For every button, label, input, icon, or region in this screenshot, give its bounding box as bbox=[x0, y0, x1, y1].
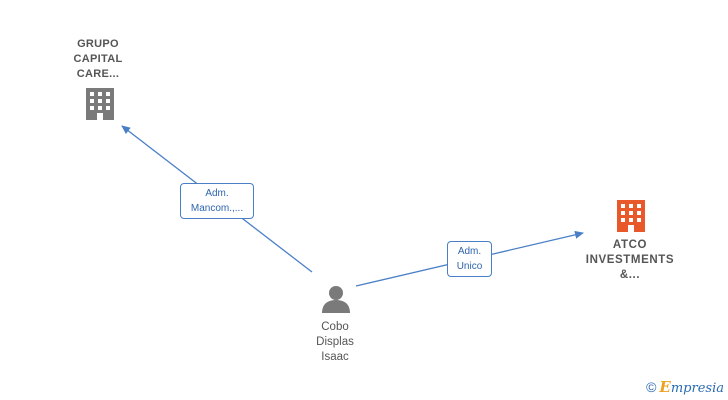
edge-label-top[interactable]: Adm. Mancom.,... bbox=[180, 183, 254, 219]
building-icon[interactable] bbox=[617, 200, 645, 232]
company-label-right[interactable]: ATCO INVESTMENTS &... bbox=[585, 239, 675, 281]
edge-label-right[interactable]: Adm. Unico bbox=[447, 241, 492, 277]
brand-logo: Empresia bbox=[659, 378, 724, 396]
company-label-top[interactable]: GRUPO CAPITAL CARE... bbox=[73, 38, 123, 80]
watermark: © Empresia bbox=[646, 378, 724, 396]
person-icon[interactable] bbox=[322, 286, 350, 313]
person-label[interactable]: Cobo Displas Isaac bbox=[316, 321, 354, 363]
copyright-icon: © bbox=[646, 379, 657, 395]
building-icon[interactable] bbox=[86, 88, 114, 120]
